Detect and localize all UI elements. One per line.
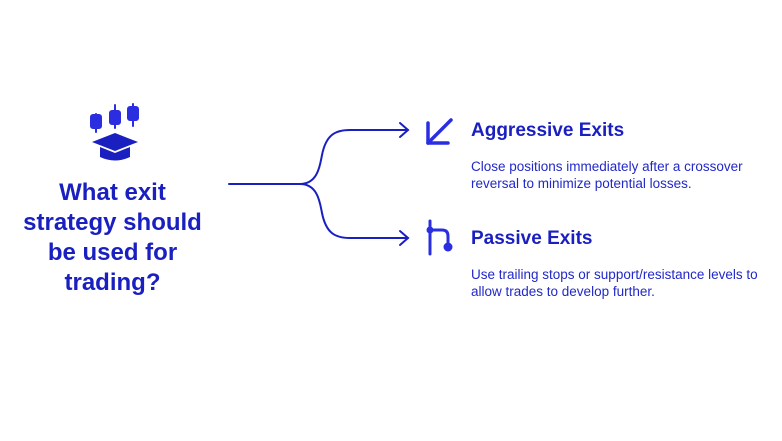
option-desc-aggressive: Close positions immediately after a cros…: [471, 159, 743, 191]
git-branch-icon: [426, 219, 453, 256]
candlestick-graduation-icon: [90, 103, 139, 161]
question-title: What exit strategy should be used for tr…: [23, 179, 202, 296]
option-title-passive: Passive Exits: [471, 228, 593, 249]
option-title-aggressive: Aggressive Exits: [471, 120, 625, 141]
arrow-down-left-icon: [426, 118, 453, 145]
option-desc-passive: Use trailing stops or support/resistance…: [471, 267, 758, 299]
